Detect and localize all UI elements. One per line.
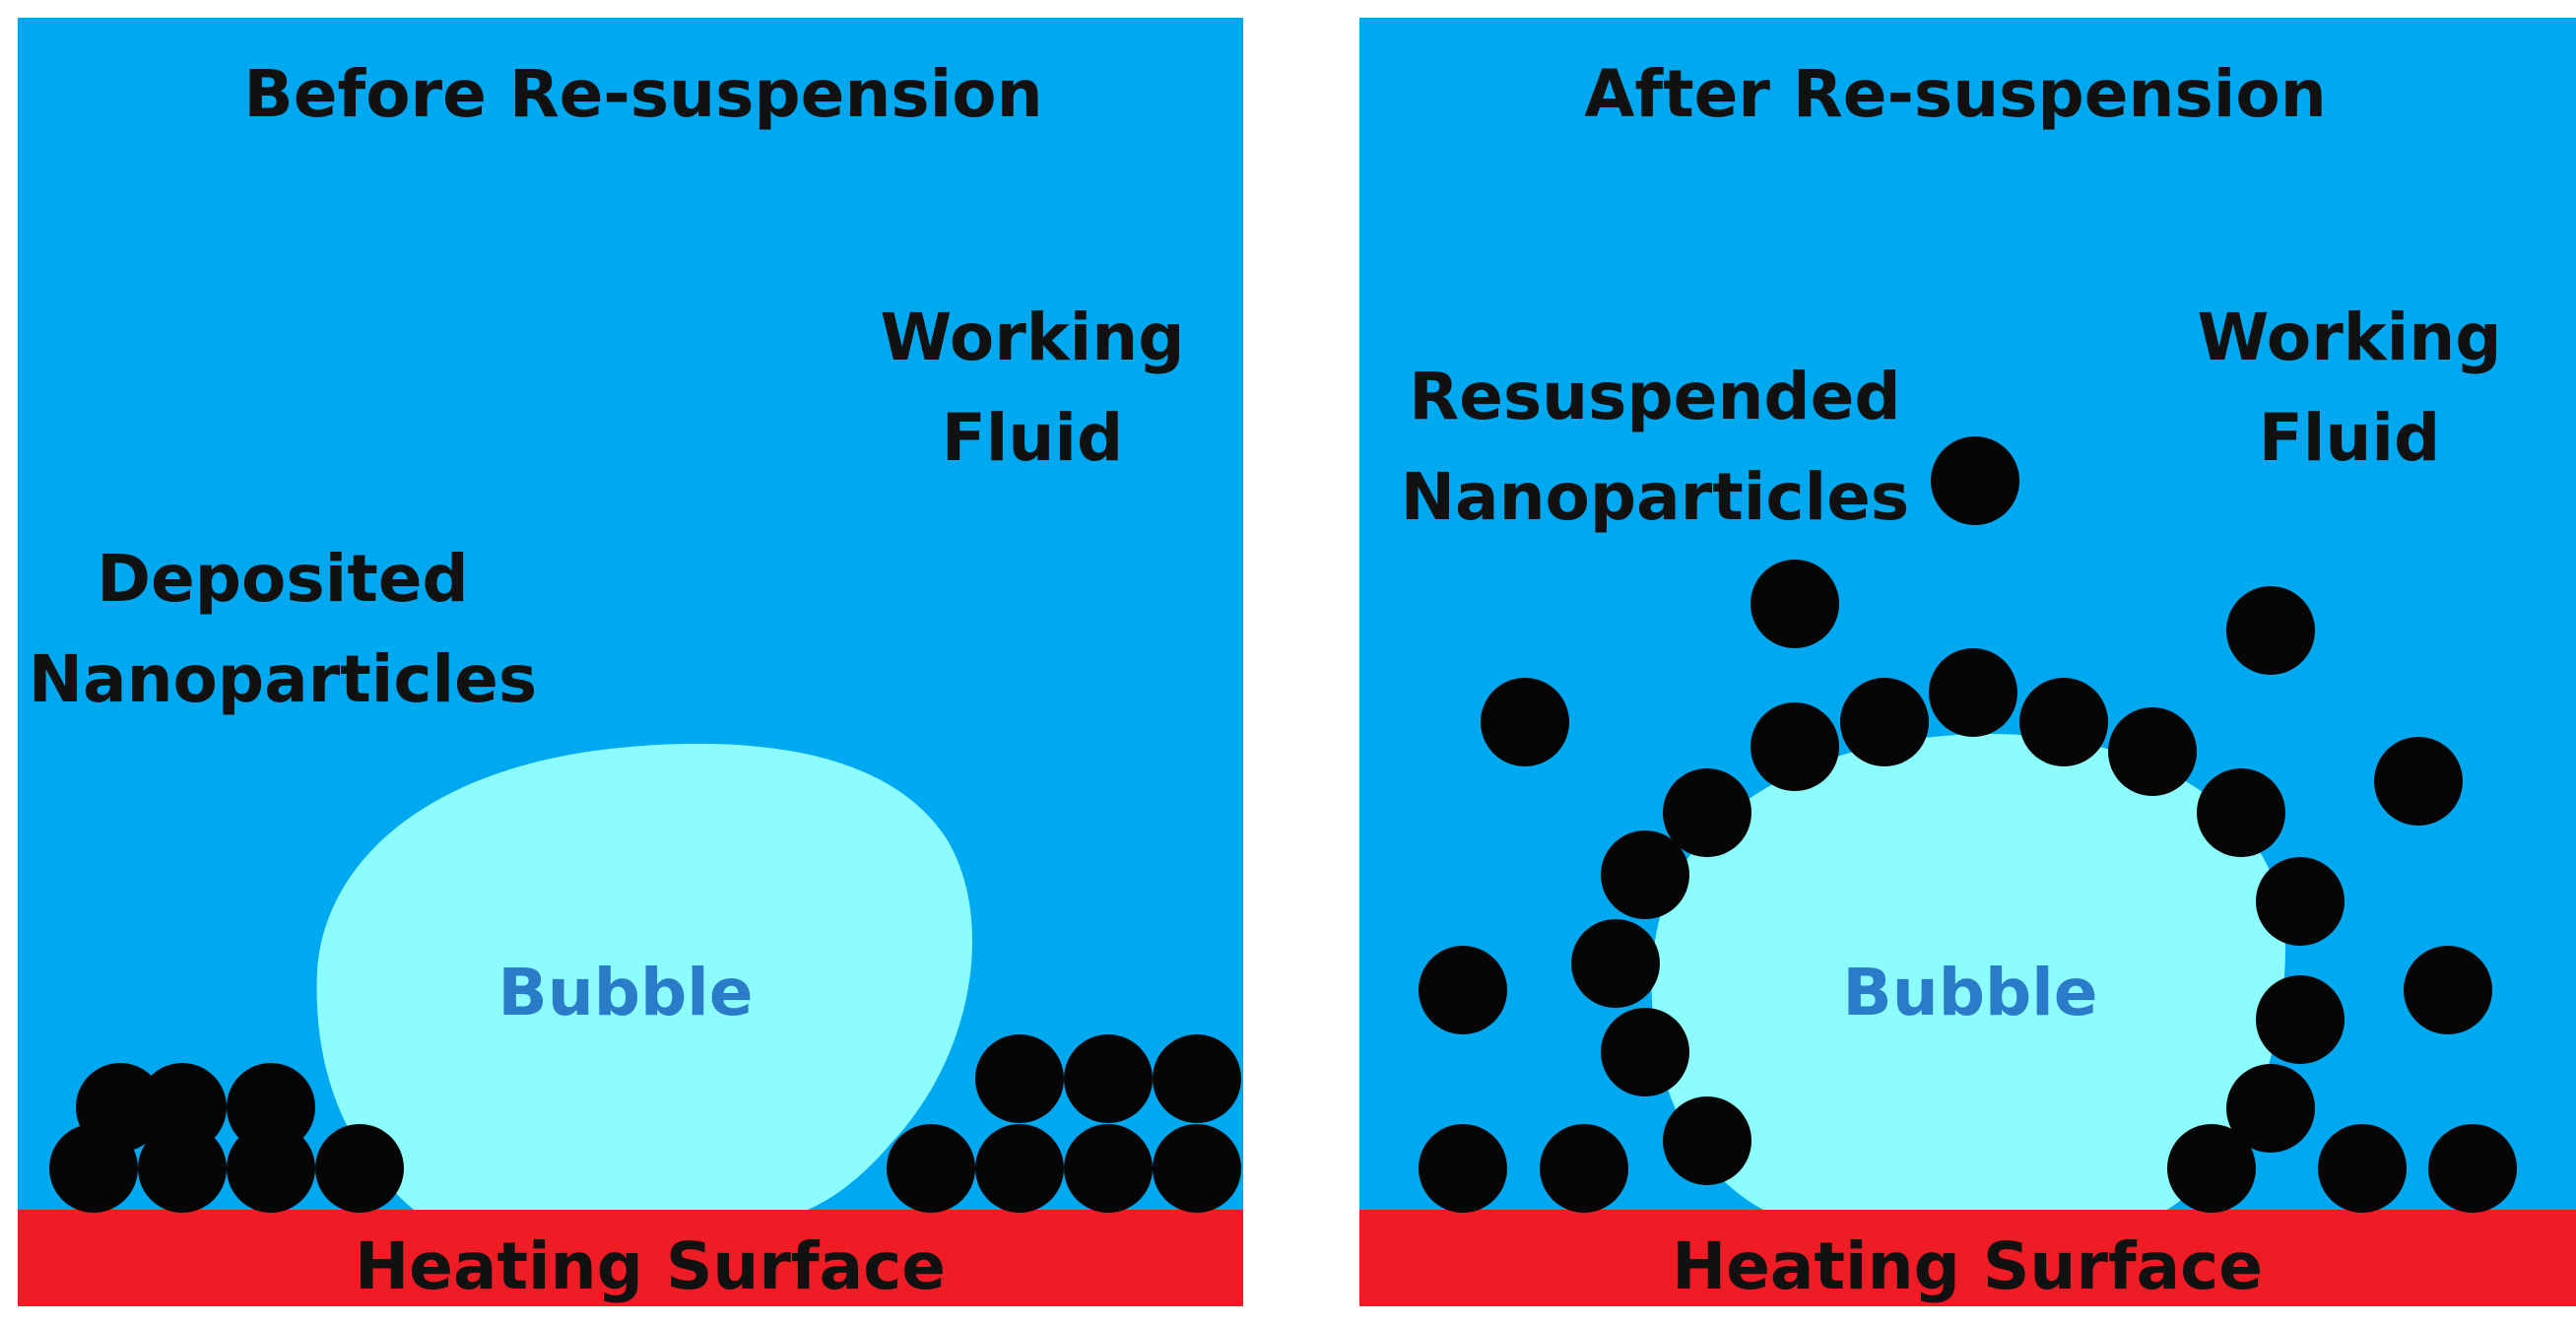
right-heating-surface — [1359, 1210, 2576, 1306]
left-panel-title: Before Re-suspension — [243, 56, 1042, 132]
nanoparticle — [1064, 1034, 1153, 1123]
nanoparticle — [138, 1124, 227, 1213]
nanoparticle — [975, 1124, 1064, 1213]
nanoparticle — [1419, 946, 1507, 1034]
nanoparticle — [49, 1124, 138, 1213]
nanoparticle — [2108, 707, 2197, 796]
nanoparticle — [1153, 1124, 1241, 1213]
nanoparticle — [1571, 919, 1660, 1008]
right-resuspended-label-line1: Resuspended — [1409, 359, 1900, 434]
nanoparticle — [2226, 586, 2315, 675]
nanoparticle — [1663, 1096, 1751, 1185]
nanoparticle — [1840, 678, 1929, 766]
right-bubble-label: Bubble — [1842, 955, 2097, 1030]
nanoparticle — [2167, 1124, 2256, 1213]
nanoparticle — [2019, 678, 2108, 766]
nanoparticle — [1601, 830, 1689, 919]
nanoparticle — [1931, 436, 2019, 525]
left-working-fluid-label-line1: Working — [880, 299, 1184, 375]
nanoparticle — [2256, 975, 2345, 1064]
nanoparticle — [975, 1034, 1064, 1123]
nanoparticle — [1481, 678, 1569, 766]
nanoparticle — [1419, 1124, 1507, 1213]
left-bubble-label: Bubble — [497, 955, 753, 1030]
nanoparticle — [2197, 768, 2285, 857]
right-bubble — [1651, 734, 2285, 1210]
right-resuspended-particles — [1419, 436, 2517, 1213]
left-deposited-label-line2: Nanoparticles — [29, 641, 537, 717]
nanoparticle — [1540, 1124, 1628, 1213]
nanoparticle — [887, 1124, 975, 1213]
nanoparticle — [1929, 648, 2017, 737]
nanoparticle — [1663, 768, 1751, 857]
nanoparticle — [227, 1063, 315, 1152]
right-panel-title: After Re-suspension — [1584, 56, 2326, 132]
left-panel: Before Re-suspension Working Fluid Depos… — [18, 18, 1243, 1306]
left-deposited-particles — [49, 1034, 1241, 1213]
left-bubble — [316, 743, 973, 1210]
left-heating-surface — [18, 1210, 1243, 1306]
nanoparticle — [138, 1063, 227, 1152]
left-deposited-label-line1: Deposited — [97, 541, 469, 617]
nanoparticle — [1064, 1124, 1153, 1213]
nanoparticle — [315, 1124, 404, 1213]
nanoparticle — [2226, 1064, 2315, 1153]
nanoparticle — [2404, 946, 2492, 1034]
right-working-fluid-label-line2: Fluid — [2259, 400, 2441, 476]
right-panel: After Re-suspension Working Fluid Resusp… — [1359, 18, 2576, 1306]
left-heating-surface-label: Heating Surface — [355, 1228, 946, 1304]
left-working-fluid-label-line2: Fluid — [942, 400, 1124, 476]
right-heating-surface-label: Heating Surface — [1672, 1228, 2263, 1304]
right-working-fluid-label-line1: Working — [2197, 299, 2501, 375]
nanoparticle — [2256, 857, 2345, 946]
nanoparticle — [1750, 702, 1839, 791]
right-resuspended-label-line2: Nanoparticles — [1401, 459, 1909, 535]
nanoparticle — [2428, 1124, 2517, 1213]
nanoparticle — [1153, 1034, 1241, 1123]
nanoparticle — [2374, 737, 2463, 826]
nanoparticle — [227, 1124, 315, 1213]
nanoparticle — [1750, 560, 1839, 648]
nanoparticle — [1601, 1008, 1689, 1096]
nanoparticle — [2318, 1124, 2407, 1213]
